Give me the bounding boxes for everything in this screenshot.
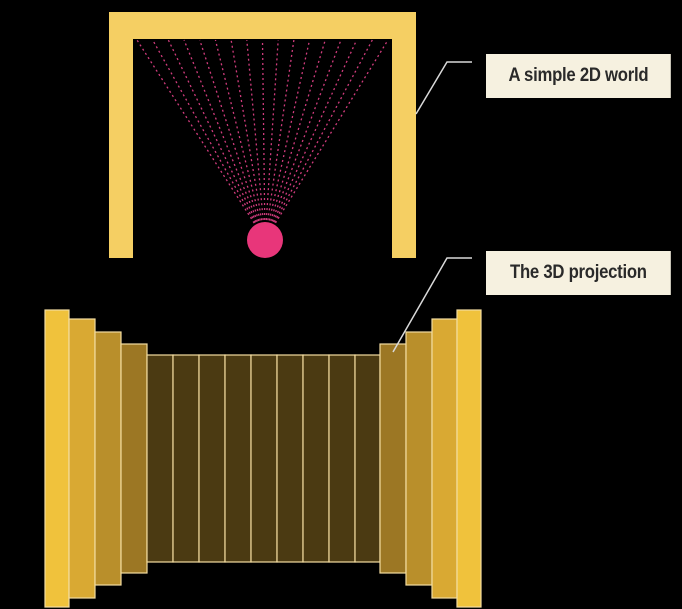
projection-strip-17: [456, 309, 482, 608]
projection-strip-15: [405, 331, 433, 586]
projection-strip-11: [302, 354, 330, 563]
callout-world-label: A simple 2D world: [508, 65, 649, 86]
ray-3: [167, 39, 266, 241]
callout-projection-label: The 3D projection: [510, 262, 647, 283]
projection-strip-6: [172, 354, 200, 563]
projection-strip-12: [328, 354, 356, 563]
ray-8: [246, 39, 266, 241]
projection-strip-5: [146, 354, 174, 563]
projection-strip-4: [120, 343, 148, 574]
projection-strip-1: [44, 309, 70, 608]
projection-strip-8: [224, 354, 252, 563]
ray-9: [261, 39, 266, 241]
ray-10: [264, 39, 279, 241]
ray-11: [264, 39, 295, 241]
projection-strip-16: [431, 318, 458, 599]
projection-strip-14: [379, 343, 407, 574]
wall-right: [392, 12, 416, 258]
callout-projection: The 3D projection: [486, 251, 671, 295]
projection-3d: [44, 309, 482, 608]
callout-world: A simple 2D world: [486, 54, 671, 98]
leader-line-world: [415, 61, 472, 115]
projection-strip-9: [250, 354, 278, 563]
projection-strip-7: [198, 354, 226, 563]
projection-strip-10: [276, 354, 304, 563]
leader-line-projection: [392, 257, 472, 353]
projection-strip-13: [354, 354, 381, 563]
ray-4: [183, 39, 266, 241]
ray-6: [214, 39, 266, 241]
world-2d: [109, 12, 416, 258]
ray-15: [264, 39, 358, 241]
ray-14: [264, 39, 342, 241]
ray-12: [264, 39, 311, 241]
ray-7: [230, 39, 266, 241]
projection-strip-2: [68, 318, 96, 599]
ray-2: [152, 39, 266, 241]
rays: [136, 39, 389, 241]
wall-left: [109, 12, 133, 258]
ray-17: [264, 39, 389, 241]
ray-5: [199, 39, 266, 241]
projection-strip-3: [94, 331, 122, 586]
player-dot: [247, 222, 283, 258]
wall-top: [109, 12, 416, 39]
